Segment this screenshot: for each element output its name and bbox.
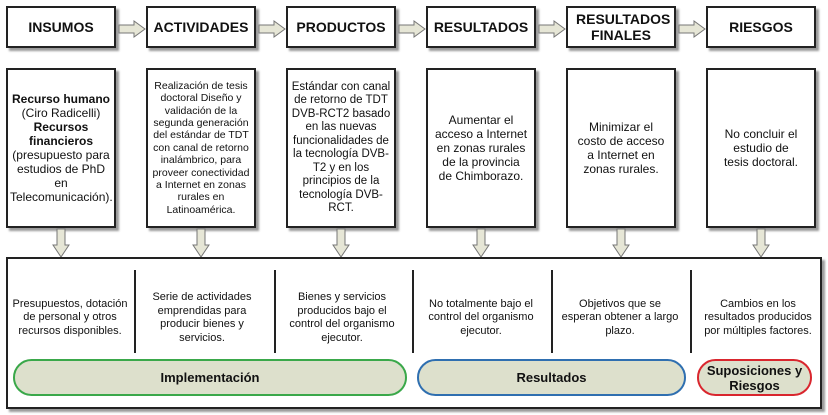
group-resultados: Resultados — [417, 359, 686, 396]
column-divider — [412, 270, 414, 353]
insumos-recurso-humano-detail: (Ciro Radicelli) — [21, 106, 101, 120]
right-arrow-icon — [678, 20, 706, 38]
column-divider — [690, 270, 692, 353]
down-arrow-icon — [52, 228, 70, 258]
header-resultados-finales: RESULTADOS FINALES — [566, 6, 676, 48]
box-actividades: Realización de tesis doctoral Diseño y v… — [146, 68, 256, 228]
insumos-recursos-financieros-detail: (presupuesto para estudios de PhD en Tel… — [10, 148, 113, 204]
insumos-recursos-financieros: Recursos financieros — [28, 120, 94, 148]
column-divider — [134, 270, 136, 353]
desc-actividades: Serie de actividades emprendidas para pr… — [152, 291, 252, 344]
desc-riesgos: Cambios en los resultados producidos por… — [704, 297, 812, 337]
column-divider — [274, 270, 276, 353]
box-productos: Estándar con canal de retorno de TDT DVB… — [286, 68, 396, 228]
header-actividades: ACTIVIDADES — [146, 6, 256, 48]
down-arrow-icon — [472, 228, 490, 258]
down-arrow-icon — [612, 228, 630, 258]
header-productos: PRODUCTOS — [286, 6, 396, 48]
box-riesgos: No concluir el estudio de tesis doctoral… — [706, 68, 816, 228]
right-arrow-icon — [118, 20, 146, 38]
box-resultados: Aumentar el acceso a Internet en zonas r… — [426, 68, 536, 228]
down-arrow-icon — [192, 228, 210, 258]
desc-resultados: No totalmente bajo el control del organi… — [428, 297, 534, 337]
desc-resultados-finales: Objetivos que se esperan obtener a largo… — [561, 297, 679, 337]
right-arrow-icon — [258, 20, 286, 38]
down-arrow-icon — [332, 228, 350, 258]
right-arrow-icon — [538, 20, 566, 38]
right-arrow-icon — [398, 20, 426, 38]
column-divider — [551, 270, 553, 353]
header-riesgos: RIESGOS — [706, 6, 816, 48]
desc-insumos: Presupuestos, dotación de personal y otr… — [12, 297, 128, 337]
down-arrow-icon — [752, 228, 770, 258]
header-resultados: RESULTADOS — [426, 6, 536, 48]
desc-productos: Bienes y servicios producidos bajo el co… — [289, 291, 395, 344]
insumos-recurso-humano: Recurso humano — [11, 92, 110, 106]
group-suposiciones-riesgos: Suposiciones y Riesgos — [697, 359, 812, 396]
box-resultados-finales: Minimizar el costo de acceso a Internet … — [566, 68, 676, 228]
box-insumos: Recurso humano (Ciro Radicelli) Recursos… — [6, 68, 116, 228]
group-implementacion: Implementación — [13, 359, 407, 396]
header-insumos: INSUMOS — [6, 6, 116, 48]
